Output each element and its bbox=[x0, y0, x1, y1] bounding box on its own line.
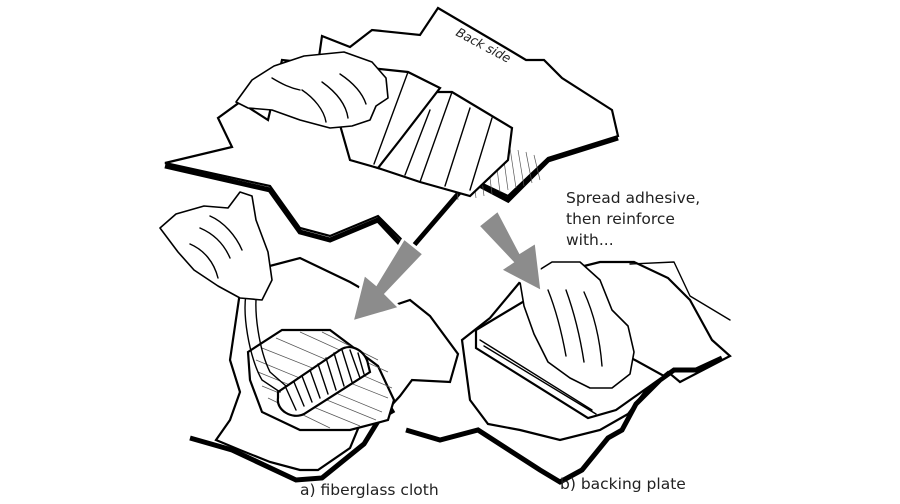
instruction-text: Spread adhesive, then reinforce with... bbox=[566, 189, 700, 249]
top-panel: Back side bbox=[164, 6, 620, 256]
instruction-line-3: with... bbox=[566, 231, 614, 249]
instruction-line-2: then reinforce bbox=[566, 210, 675, 228]
option-a-label: a) fiberglass cloth bbox=[300, 481, 439, 499]
arrow-down-left-icon bbox=[349, 235, 427, 325]
hand-top bbox=[235, 51, 389, 129]
hand-right bbox=[519, 261, 635, 389]
instruction-line-1: Spread adhesive, bbox=[566, 189, 700, 207]
left-panel bbox=[159, 191, 460, 483]
option-b-label: b) backing plate bbox=[560, 475, 686, 493]
arrow-down-right-icon bbox=[475, 207, 544, 295]
hand-left bbox=[159, 191, 273, 301]
right-panel bbox=[405, 207, 732, 485]
